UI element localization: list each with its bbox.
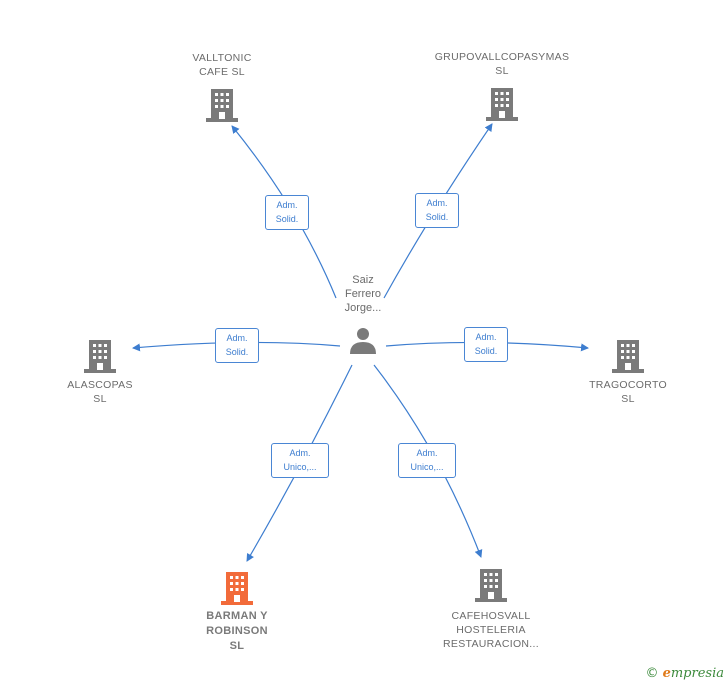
company-name: CAFEHOSVALL HOSTELERIA RESTAURACION... <box>443 610 539 650</box>
relation-label-cafehosvall[interactable]: Adm. Unico,... <box>398 443 456 478</box>
relation-label-grupovallcopasymas[interactable]: Adm. Solid. <box>415 193 459 228</box>
building-icon <box>578 338 678 374</box>
company-node-valltonic[interactable]: VALLTONIC CAFE SL <box>162 51 282 123</box>
relation-label-valltonic[interactable]: Adm. Solid. <box>265 195 309 230</box>
person-name: Saiz Ferrero Jorge... <box>344 274 382 314</box>
company-name: GRUPOVALLCOPASYMAS SL <box>434 51 570 77</box>
brand-logo-initial: e <box>662 666 671 681</box>
relation-label-alascopas[interactable]: Adm. Solid. <box>215 328 259 363</box>
company-name: BARMAN Y ROBINSON SL <box>206 610 268 652</box>
building-icon <box>421 567 561 603</box>
building-icon <box>50 338 150 374</box>
building-icon <box>422 86 582 122</box>
company-name: TRAGOCORTO SL <box>589 379 667 405</box>
company-node-grupovallcopasymas[interactable]: GRUPOVALLCOPASYMAS SL <box>422 50 582 122</box>
building-icon <box>162 87 282 123</box>
person-node[interactable]: Saiz Ferrero Jorge... <box>325 273 401 355</box>
company-name: ALASCOPAS SL <box>67 379 133 405</box>
relation-label-barman[interactable]: Adm. Unico,... <box>271 443 329 478</box>
brand-logo-text: mpresia <box>670 666 724 681</box>
company-node-alascopas[interactable]: ALASCOPAS SL <box>50 338 150 406</box>
person-icon <box>325 325 401 355</box>
company-node-barman[interactable]: BARMAN Y ROBINSON SL <box>182 570 292 654</box>
building-icon <box>182 570 292 606</box>
empresia-watermark: © empresia <box>645 666 724 681</box>
company-node-cafehosvall[interactable]: CAFEHOSVALL HOSTELERIA RESTAURACION... <box>421 567 561 651</box>
relation-label-tragocorto[interactable]: Adm. Solid. <box>464 327 508 362</box>
company-node-tragocorto[interactable]: TRAGOCORTO SL <box>578 338 678 406</box>
copyright-symbol: © <box>645 666 659 681</box>
company-name: VALLTONIC CAFE SL <box>192 52 252 78</box>
